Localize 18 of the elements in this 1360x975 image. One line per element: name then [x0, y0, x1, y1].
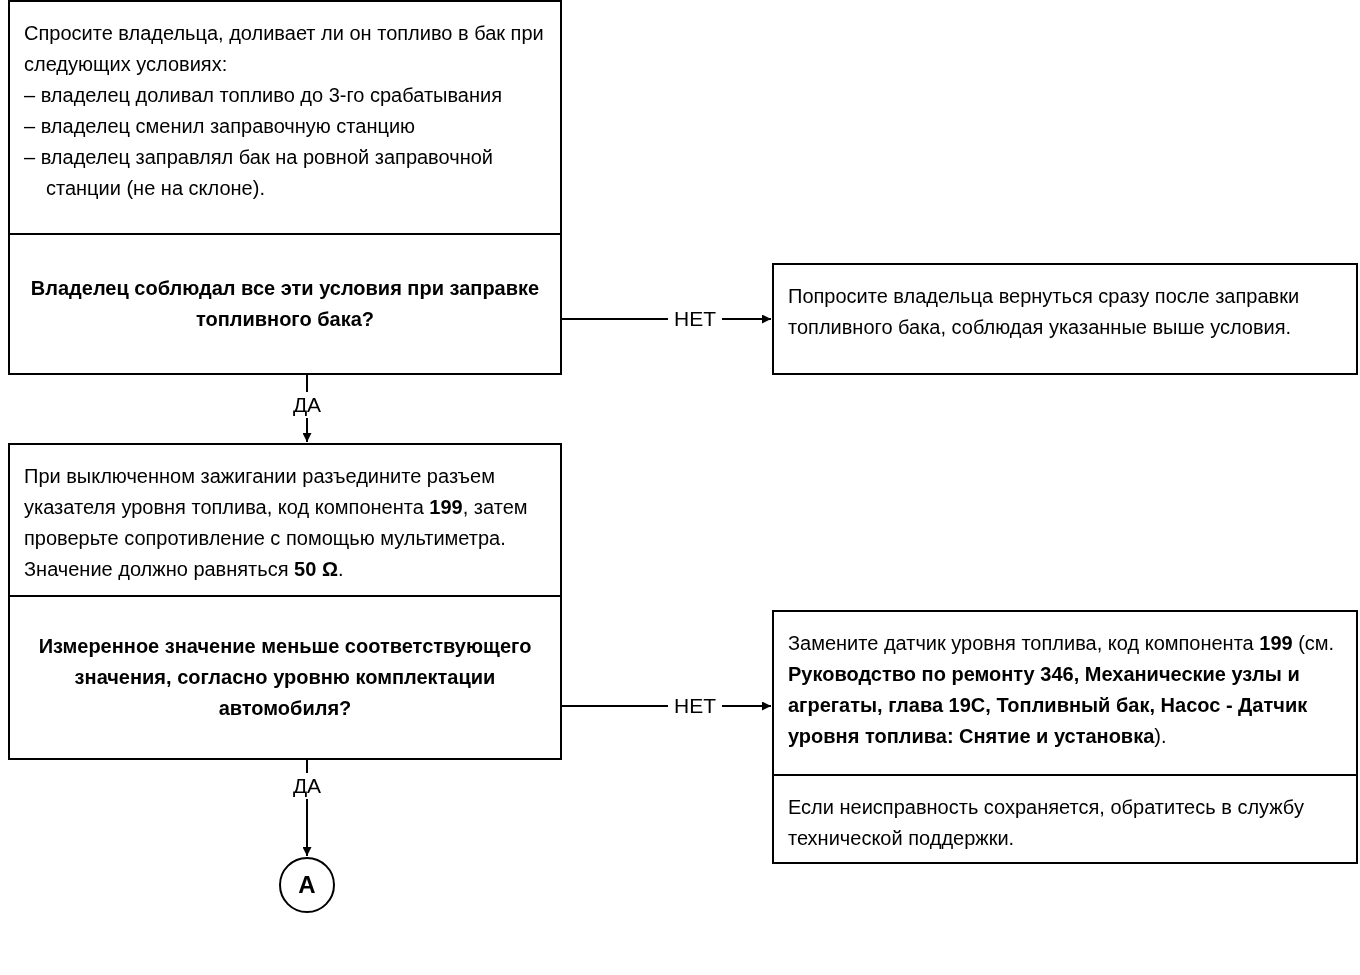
step-text: – владелец доливал топливо до 3-го срабатывания — [24, 83, 504, 108]
step-box — [8, 0, 562, 235]
step-text: – владелец сменил заправочную станцию — [24, 114, 417, 139]
decision-box — [8, 233, 562, 375]
step-text: – владелец заправлял бак на ровной заправочной станции (не на склоне). — [24, 145, 494, 201]
step-box — [772, 610, 1358, 776]
step-box — [8, 443, 562, 597]
step-box — [772, 774, 1358, 864]
step-box — [772, 263, 1358, 375]
decision-box — [8, 595, 562, 760]
step-text: Если неисправность сохраняется, обратитесь в службу технической поддержки. — [788, 795, 1305, 851]
connector-letter: A — [298, 870, 316, 900]
step-text: Спросите владельца, доливает ли он топливо в бак при следующих условиях: — [24, 21, 545, 77]
step-text: При выключенном зажигании разъедините разъем указателя уровня топлива, код компонента 199, затем проверьте сопротивление с помощью мультиметра. Значение должно равняться 50 Ω. — [24, 464, 529, 582]
step-text: Замените датчик уровня топлива, код компонента 199 (см. Руководство по ремонту 346, Механические узлы и агрегаты, глава 19C, Топливный бак, Насос - Датчик уровня топлива: Снятие и установка). — [788, 631, 1336, 749]
question-text: Владелец соблюдал все эти условия при заправке топливного бака? — [29, 276, 541, 332]
step-text: Попросите владельца вернуться сразу после заправки топливного бака, соблюдая указанные выше условия. — [788, 284, 1301, 340]
question-text: Измеренное значение меньше соответствующего значения, согласно уровню комплектации автомобиля? — [37, 634, 533, 721]
